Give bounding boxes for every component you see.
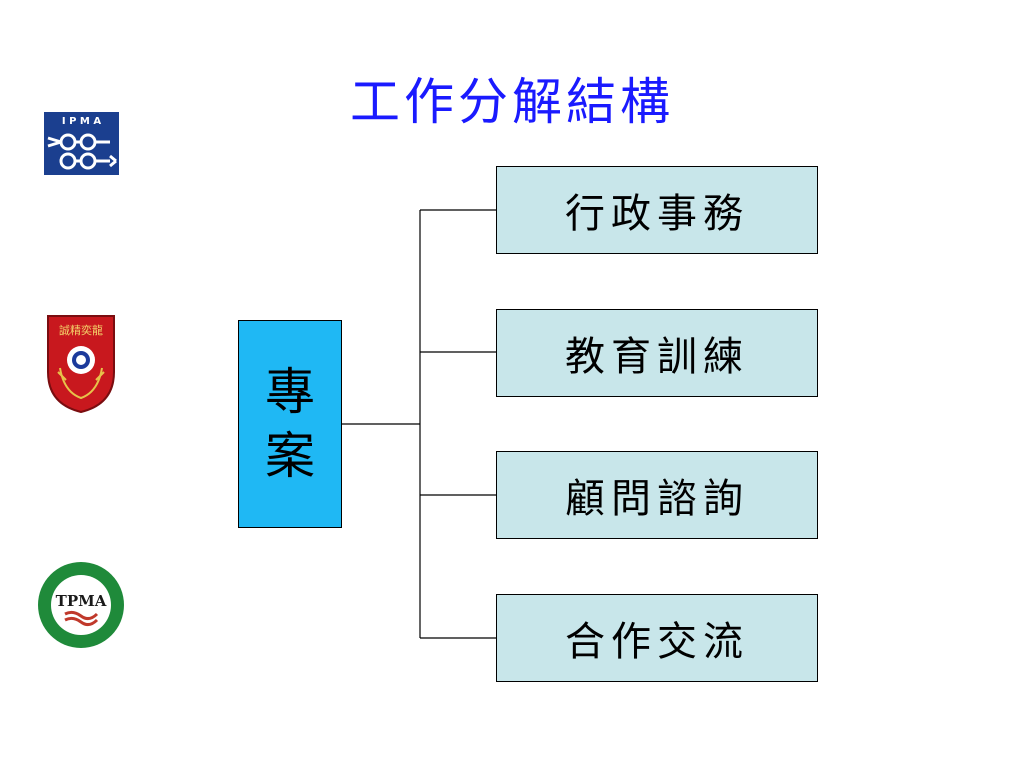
wbs-root-node: 專 案 xyxy=(238,320,342,528)
ipma-logo-text: I P M A xyxy=(62,116,101,127)
shield-logo-text: 誠精奕龍 xyxy=(59,323,103,337)
ipma-logo: I P M A xyxy=(44,112,119,175)
slide-title: 工作分解結構 xyxy=(350,73,674,131)
tpma-logo: TPMA xyxy=(38,562,124,648)
tpma-logo-text: TPMA xyxy=(56,592,107,610)
wbs-node-training: 教育訓練 xyxy=(496,309,818,397)
shield-emblem-logo: 誠精奕龍 xyxy=(47,315,115,414)
wbs-node-administration: 行政事務 xyxy=(496,166,818,254)
root-label-line-1: 專 xyxy=(265,363,315,421)
wbs-node-cooperation: 合作交流 xyxy=(496,594,818,682)
wbs-node-consulting: 顧問諮詢 xyxy=(496,451,818,539)
root-label-line-2: 案 xyxy=(265,427,315,485)
